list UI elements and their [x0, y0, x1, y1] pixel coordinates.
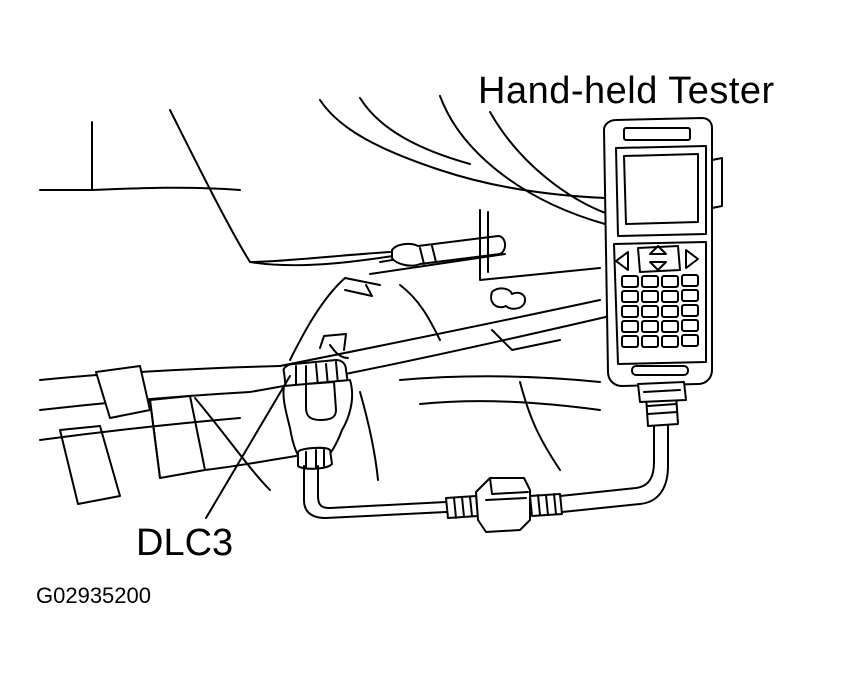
- dashboard-lineart: [39, 95, 611, 505]
- tester-keypad: [621, 274, 699, 348]
- figure-code: G02935200: [36, 583, 151, 608]
- connector-label: DLC3: [136, 522, 234, 564]
- dlc3-leader-line: [205, 375, 291, 519]
- tester-label: Hand-held Tester: [478, 70, 775, 112]
- tester-cable: [303, 393, 679, 533]
- hand-held-tester-device: [603, 117, 723, 403]
- dlc3-connector-plug: [282, 359, 354, 470]
